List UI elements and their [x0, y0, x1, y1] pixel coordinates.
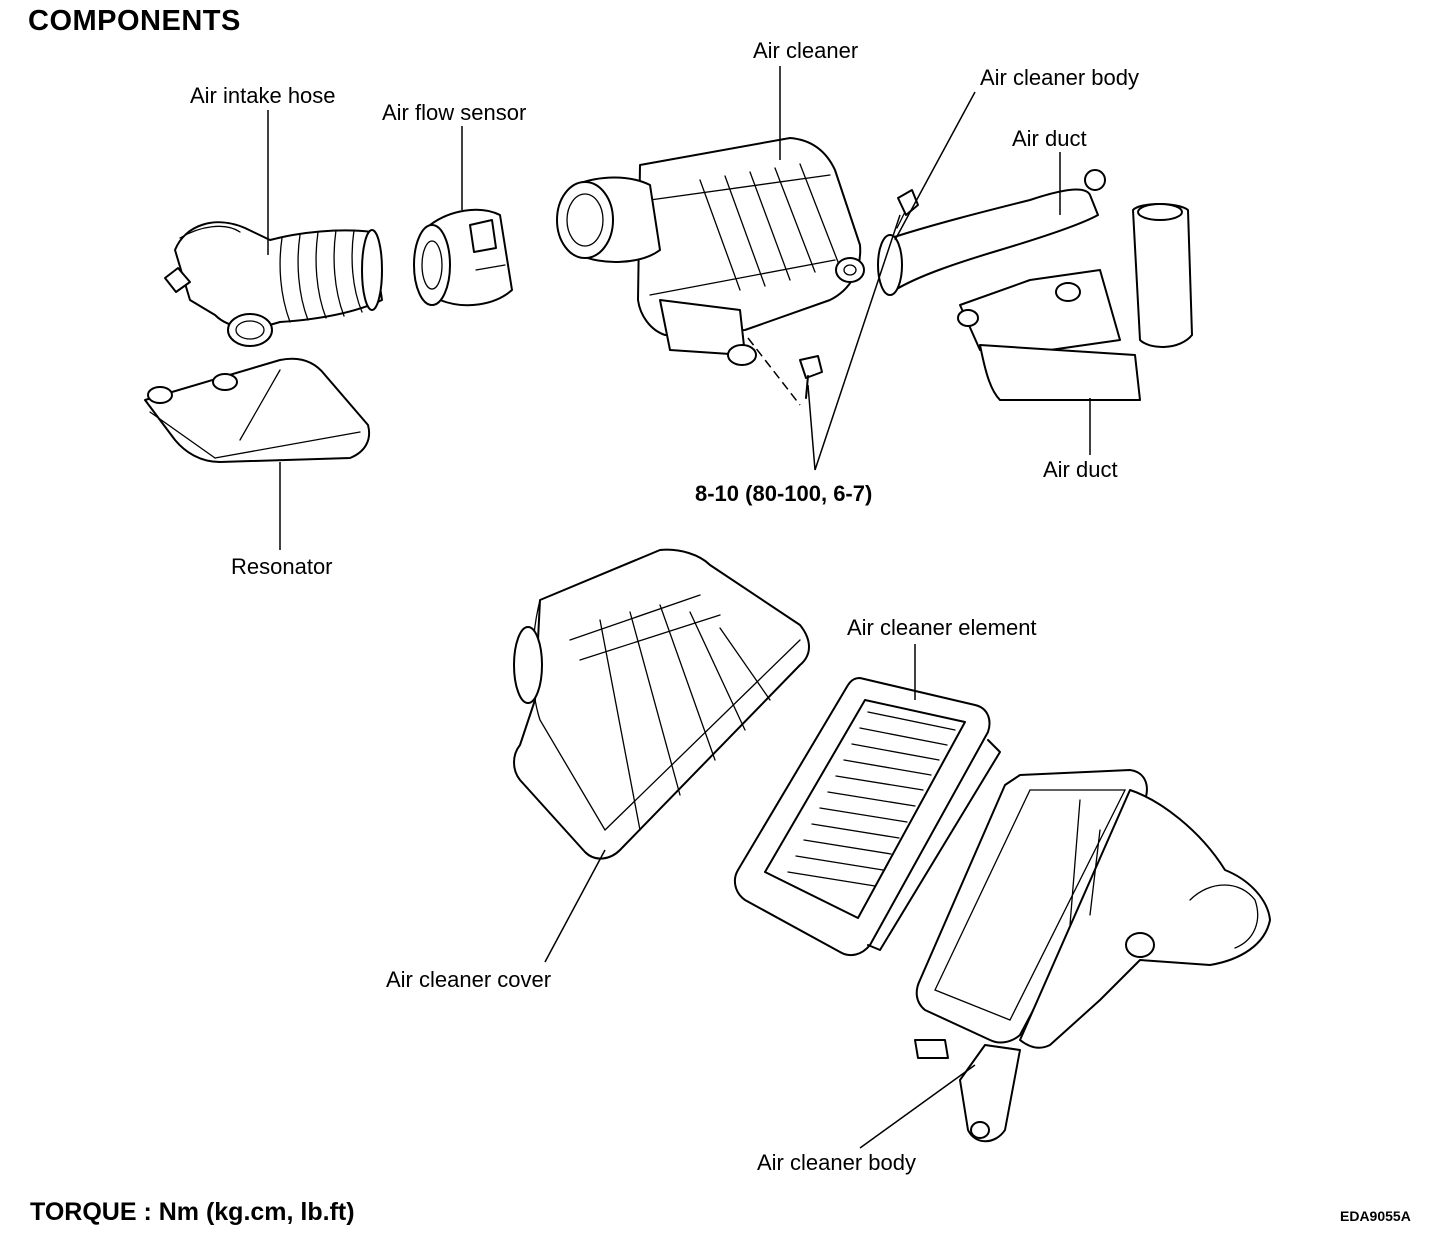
- figure-code: EDA9055A: [1340, 1208, 1411, 1224]
- label-resonator: Resonator: [231, 554, 333, 579]
- air-intake-hose-part: [164, 221, 383, 347]
- page-title: COMPONENTS: [28, 5, 241, 37]
- leader-air-cleaner-body-bottom: [859, 1064, 976, 1149]
- resonator-part: [144, 357, 370, 463]
- label-air-cleaner-cover: Air cleaner cover: [386, 967, 552, 992]
- label-air-cleaner-element: Air cleaner element: [847, 615, 1037, 640]
- air-cleaner-body-part: [914, 769, 1271, 1143]
- label-air-cleaner: Air cleaner: [753, 38, 859, 63]
- leader-air-cleaner-body-top: [894, 91, 976, 241]
- label-air-duct-top: Air duct: [1012, 126, 1087, 151]
- air-cleaner-element-part: [733, 677, 1001, 957]
- label-air-intake-hose: Air intake hose: [190, 83, 336, 108]
- label-air-duct-bottom: Air duct: [1043, 457, 1118, 482]
- air-duct-part: [877, 169, 1193, 401]
- air-flow-sensor-part: [413, 208, 513, 307]
- leader-air-cleaner-cover: [544, 849, 606, 963]
- label-air-cleaner-body-bottom: Air cleaner body: [757, 1150, 916, 1175]
- label-torque-spec: 8-10 (80-100, 6-7): [695, 481, 873, 506]
- air-cleaner-assembly-part: [556, 137, 865, 366]
- leader-lines: [267, 66, 1091, 1149]
- leader-torque-1: [807, 384, 816, 471]
- mounting-bolt-lower: [799, 355, 823, 399]
- leader-torque-2: [814, 214, 901, 471]
- mounting-bolt-upper: [896, 189, 919, 229]
- air-cleaner-cover-part: [513, 548, 810, 860]
- label-air-cleaner-body-top: Air cleaner body: [980, 65, 1139, 90]
- torque-units-note: TORQUE : Nm (kg.cm, lb.ft): [30, 1198, 355, 1226]
- label-air-flow-sensor: Air flow sensor: [382, 100, 527, 125]
